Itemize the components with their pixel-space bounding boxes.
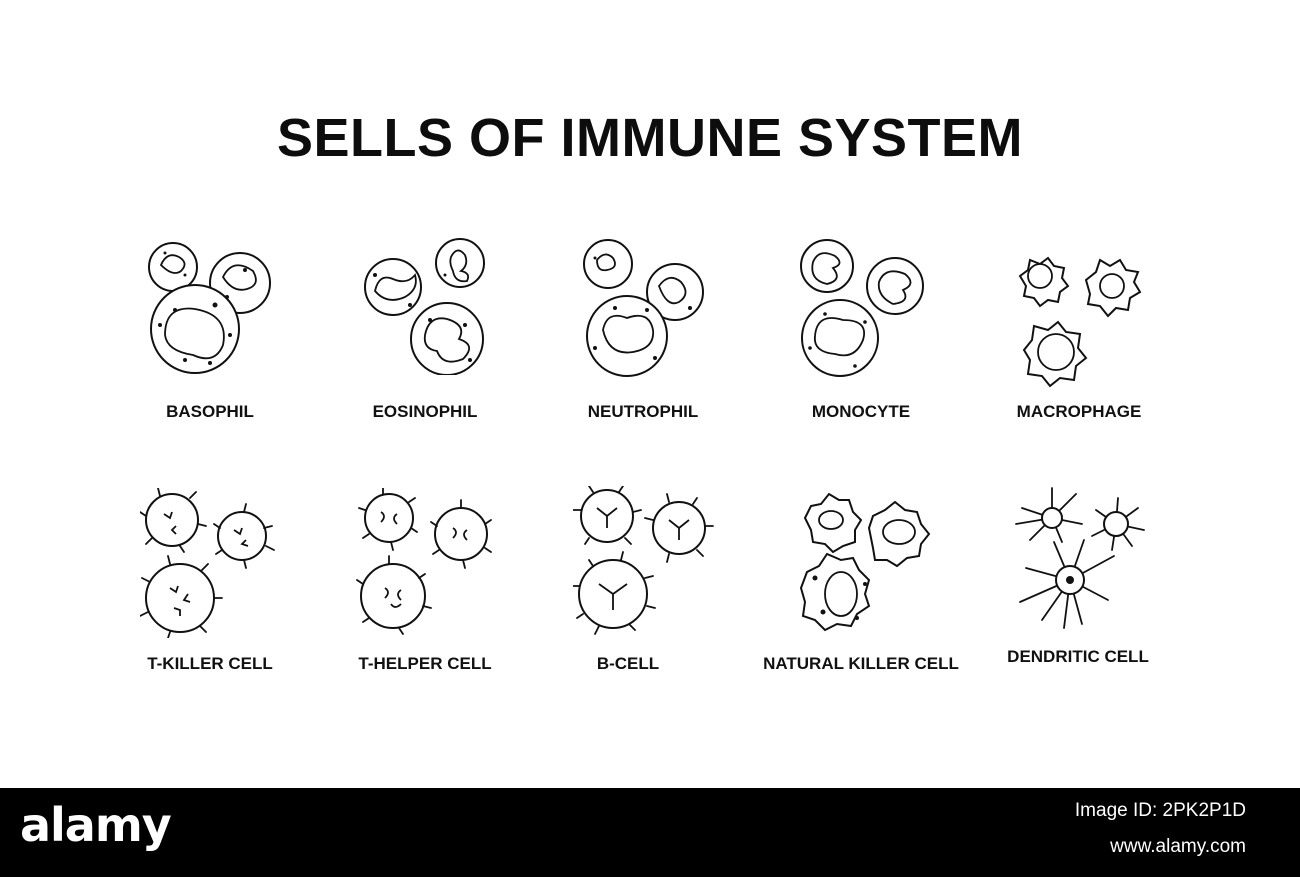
cell-label: BASOPHIL (166, 402, 254, 421)
cell-label: EOSINOPHIL (372, 402, 478, 421)
cell-label: NATURAL KILLER CELL (763, 654, 959, 673)
cell-label: T-HELPER CELL (358, 654, 492, 673)
image-id-text: Image ID: 2PK2P1D (1074, 800, 1246, 821)
t-killer-cell-illustration (140, 488, 280, 638)
page-title: SELLS OF IMMUNE SYSTEM (276, 108, 1024, 168)
cell-label: DENDRITIC CELL (1007, 647, 1149, 666)
cell-label: B-CELL (596, 654, 660, 673)
t-helper-cell-illustration (355, 488, 495, 638)
cell-label: MACROPHAGE (1016, 402, 1142, 421)
footer-bar: alamy Image ID: 2PK2P1D www.alamy.com (0, 788, 1300, 877)
footer-url: www.alamy.com (1110, 836, 1246, 857)
neutrophil-illustration (575, 238, 715, 378)
macrophage-illustration (1010, 248, 1150, 388)
alamy-logo: alamy (20, 798, 172, 852)
natural-killer-cell-illustration (795, 488, 935, 633)
cell-label: NEUTROPHIL (587, 402, 699, 421)
basophil-illustration (135, 235, 285, 375)
dendritic-cell-illustration (1012, 484, 1152, 634)
monocyte-illustration (795, 238, 935, 378)
cell-label: MONOCYTE (811, 402, 911, 421)
cell-label: T-KILLER CELL (147, 654, 273, 673)
eosinophil-illustration (355, 235, 495, 375)
b-cell-illustration (573, 486, 718, 636)
